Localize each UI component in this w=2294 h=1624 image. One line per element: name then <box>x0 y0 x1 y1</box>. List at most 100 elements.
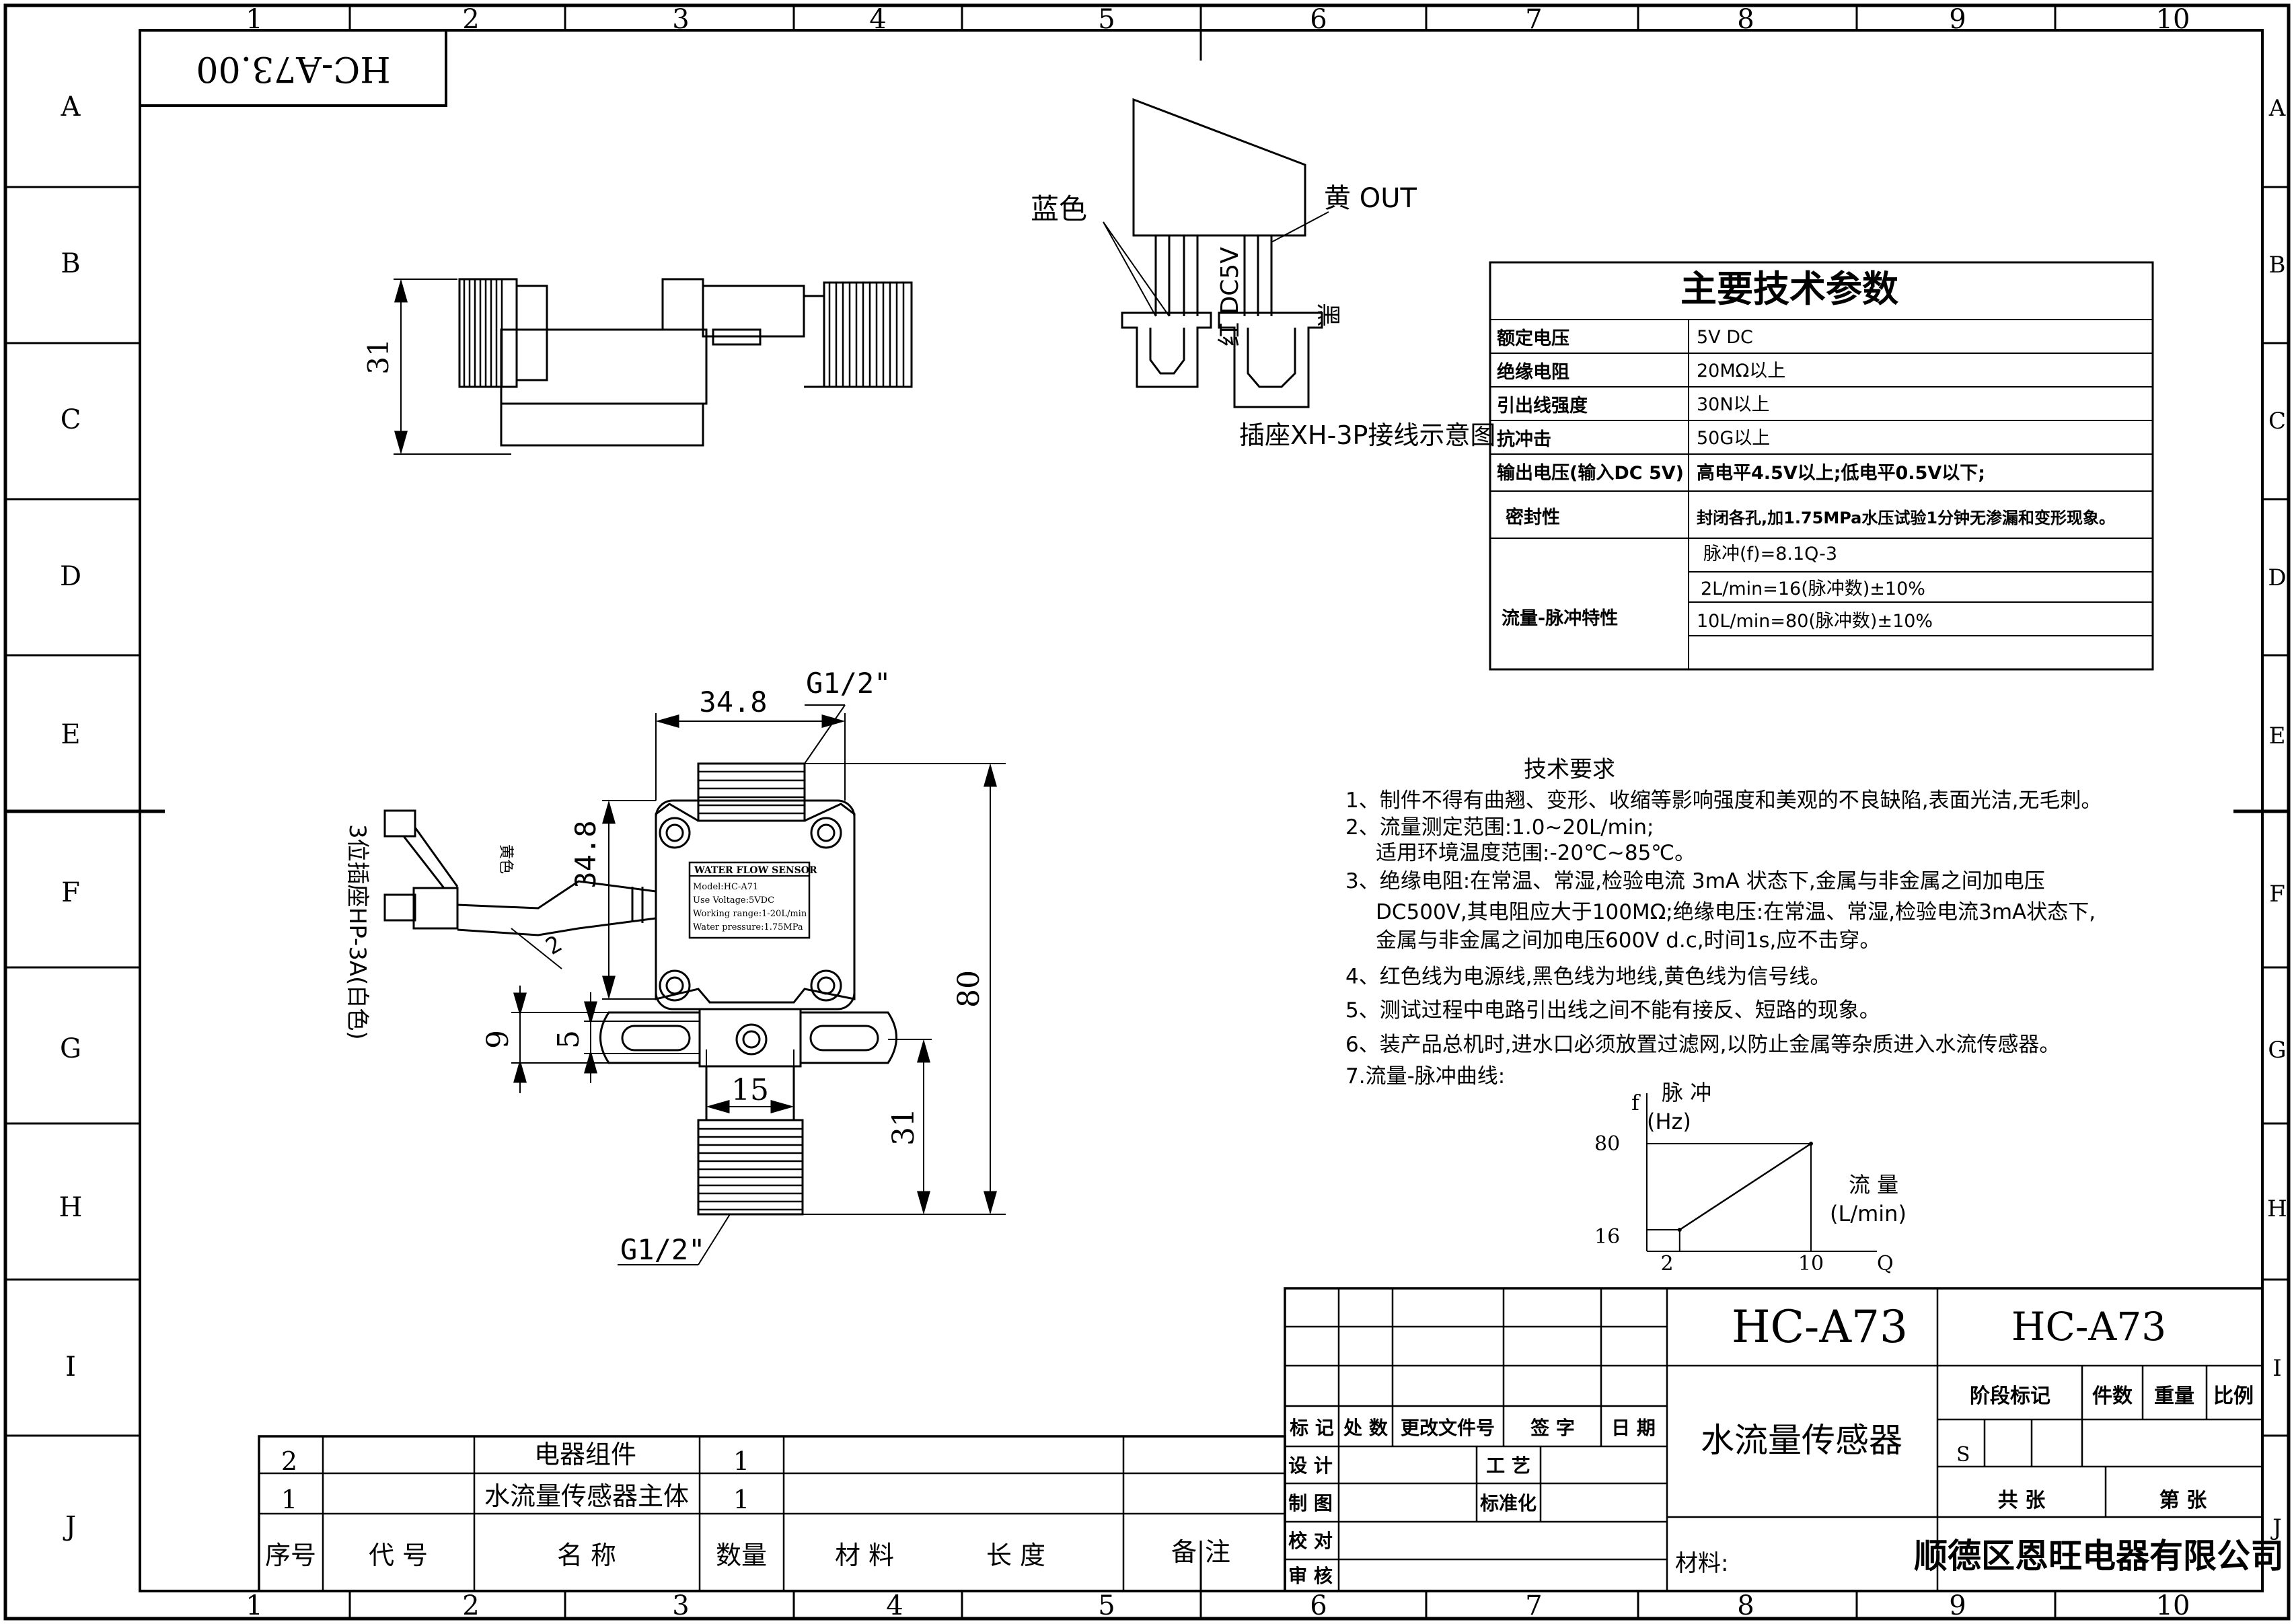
role-design: 设 计 <box>1288 1454 1333 1477</box>
spec-title: 主要技术参数 <box>1680 268 1898 310</box>
plug-label: 3位插座HP-3A(白色) <box>344 824 371 1040</box>
title-scale: 比例 <box>2213 1385 2254 1408</box>
spec-key-3: 引出线强度 <box>1497 395 1588 416</box>
chart-y-letter: f <box>1631 1090 1641 1115</box>
chart-series-line <box>1679 1142 1812 1231</box>
spec-pulse-2: 2L/min=16(脉冲数)±10% <box>1701 579 1925 599</box>
dim-9: 9 <box>481 1030 515 1049</box>
req-line-9: 6、装产品总机时,进水口必须放置过滤网,以防止金属等杂质进入水流传感器。 <box>1345 1033 2060 1057</box>
chart-x-tick-2: 2 <box>1660 1252 1673 1276</box>
technical-requirements: 技术要求 1、制件不得有曲翘、变形、收缩等影响强度和美观的不良缺陷,表面光洁,无… <box>1345 756 2102 1088</box>
row-i-r: I <box>2272 1355 2281 1382</box>
bom-h-name: 名 称 <box>557 1541 616 1570</box>
chart-x-label: 流 量 <box>1849 1172 1898 1197</box>
title-s: S <box>1956 1443 1970 1467</box>
title-stage: 阶段标记 <box>1970 1385 2050 1408</box>
chart-x-unit: (L/min) <box>1830 1201 1907 1226</box>
bom-qty-1: 1 <box>733 1485 749 1514</box>
spec-table <box>1489 261 2154 671</box>
col-1-b: 1 <box>246 1590 262 1621</box>
col-9: 9 <box>1949 4 1966 35</box>
title-company: 顺德区恩旺电器有限公司 <box>1914 1537 2284 1576</box>
spec-key-1: 额定电压 <box>1497 328 1569 349</box>
spec-val-5: 高电平4.5V以上;低电平0.5V以下; <box>1697 462 1985 484</box>
title-material: 材料: <box>1675 1550 1728 1577</box>
bom-h-material: 材 料 <box>835 1541 894 1570</box>
role-process: 工 艺 <box>1486 1454 1530 1477</box>
connector-caption: 插座XH-3P接线示意图 <box>1239 420 1495 450</box>
bom-name-2: 电器组件 <box>534 1440 636 1469</box>
sensor-label-4: Working range:1-20L/min <box>693 909 807 919</box>
sensor-label-2: Model:HC-A71 <box>693 882 758 892</box>
title-total: 共 张 <box>1998 1489 2045 1512</box>
req-title: 技术要求 <box>1524 756 1615 783</box>
title-block <box>1284 1287 2264 1592</box>
row-j: J <box>63 1511 76 1542</box>
req-line-3: 适用环境温度范围:-20℃~85℃。 <box>1376 841 1695 865</box>
col-8-b: 8 <box>1737 1590 1754 1621</box>
label-blue: 蓝色 <box>1031 192 1087 225</box>
col-5-b: 5 <box>1098 1590 1115 1621</box>
spec-key-6: 密封性 <box>1506 507 1560 528</box>
row-f: F <box>61 877 80 908</box>
spec-val-1: 5V DC <box>1697 327 1753 348</box>
row-j-r: J <box>2270 1514 2282 1541</box>
dim-g12-bottom: G1/2" <box>620 1233 705 1266</box>
spec-pulse-key: 流量-脉冲特性 <box>1502 608 1618 629</box>
col-5: 5 <box>1098 4 1115 35</box>
chart-x-letter: Q <box>1877 1252 1894 1276</box>
side-view <box>394 278 913 455</box>
row-d: D <box>60 561 81 592</box>
row-b-r: B <box>2269 252 2286 279</box>
spec-pulse-3: 10L/min=80(脉冲数)±10% <box>1697 611 1933 632</box>
row-c: C <box>61 404 81 435</box>
front-view <box>383 704 1006 1265</box>
row-a: A <box>61 91 81 122</box>
spec-pulse-1: 脉冲(f)=8.1Q-3 <box>1703 544 1837 564</box>
req-line-2: 2、流量测定范围:1.0~20L/min; <box>1345 815 1654 840</box>
row-h: H <box>59 1192 83 1223</box>
title-block-text: HC-A73 HC-A73 水流量传感器 材料: 顺德区恩旺电器有限公司 阶段标… <box>1288 1301 2284 1587</box>
col-6-b: 6 <box>1310 1590 1327 1621</box>
dim-g12-top: G1/2" <box>806 667 891 700</box>
row-a-r: A <box>2268 95 2286 122</box>
spec-key-4: 抗冲击 <box>1497 429 1551 450</box>
row-g-r: G <box>2268 1037 2286 1064</box>
label-yellow-out: 黄 OUT <box>1324 183 1417 214</box>
col-8: 8 <box>1737 4 1754 35</box>
req-line-10: 7.流量-脉冲曲线: <box>1345 1064 1505 1088</box>
col-10: 10 <box>2156 4 2190 35</box>
role-review: 审 核 <box>1288 1565 1333 1587</box>
row-e-r: E <box>2269 723 2286 749</box>
col-4: 4 <box>869 4 886 35</box>
req-line-7: 4、红色线为电源线,黑色线为地线,黄色线为信号线。 <box>1345 965 1830 989</box>
req-line-4: 3、绝缘电阻:在常温、常湿,检验电流 3mA 状态下,金属与非金属之间加电压 <box>1345 869 2045 893</box>
req-line-5: DC500V,其电阻应大于100MΩ;绝缘电压:在常温、常湿,检验电流3mA状态… <box>1376 900 2096 924</box>
rev-qty: 处 数 <box>1343 1417 1389 1439</box>
sensor-label-5: Water pressure:1.75MPa <box>693 922 803 932</box>
title-model-1: HC-A73 <box>1732 1301 1908 1353</box>
dim-34-8-side: 34.8 <box>569 820 602 888</box>
chart-y-tick-16: 16 <box>1594 1225 1620 1249</box>
chart-y-unit: (Hz) <box>1647 1109 1691 1134</box>
req-line-8: 5、测试过程中电路引出线之间不能有接反、短路的现象。 <box>1345 998 1880 1023</box>
bom-h-code: 代 号 <box>369 1541 428 1570</box>
flow-pulse-chart: f 脉 冲 (Hz) 流 量 (L/min) Q 80 16 2 10 <box>1594 1080 1907 1276</box>
dim-80: 80 <box>952 970 986 1008</box>
col-6: 6 <box>1310 4 1327 35</box>
sensor-label-plate: WATER FLOW SENSOR Model:HC-A71 Use Volta… <box>693 865 817 932</box>
row-f-r: F <box>2269 881 2285 908</box>
spec-val-4: 50G以上 <box>1697 428 1770 449</box>
dim-34-8-top: 34.8 <box>699 686 767 718</box>
title-count: 件数 <box>2092 1385 2133 1408</box>
sensor-label-3: Use Voltage:5VDC <box>693 895 774 906</box>
chart-x-tick-10: 10 <box>1798 1252 1824 1276</box>
title-weight: 重量 <box>2154 1385 2194 1408</box>
col-2-b: 2 <box>462 1590 479 1621</box>
role-check: 校 对 <box>1288 1530 1333 1552</box>
req-line-6: 金属与非金属之间加电压600V d.c,时间1s,应不击穿。 <box>1376 928 1880 953</box>
connector-diagram <box>1103 98 1329 408</box>
chart-y-tick-80: 80 <box>1594 1132 1620 1156</box>
col-9-b: 9 <box>1949 1590 1966 1621</box>
label-red-dc5v: 红 DC5V <box>1216 247 1244 346</box>
